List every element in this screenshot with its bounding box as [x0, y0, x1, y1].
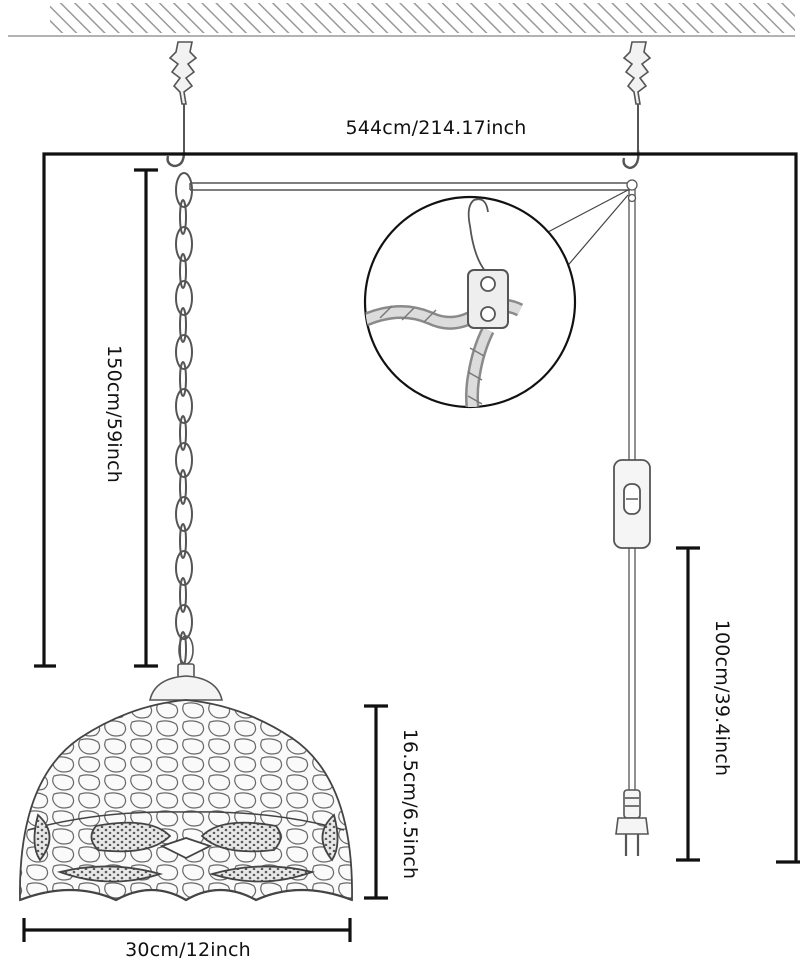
chain-link — [175, 442, 193, 478]
chain-length-label: 150cm/59inch — [103, 344, 125, 484]
chain — [175, 172, 193, 667]
dim-cord-length — [676, 546, 700, 862]
lamp-shade — [19, 699, 353, 902]
cord-horizontal — [189, 182, 630, 191]
chain-link — [175, 172, 193, 208]
lamp-canopy — [148, 635, 224, 701]
swag-hook-left — [166, 41, 198, 168]
plug — [615, 789, 649, 856]
chain-link — [175, 604, 193, 640]
chain-link — [179, 253, 187, 289]
cord-vertical — [626, 179, 638, 790]
dim-shade-width — [22, 918, 352, 942]
chain-link — [179, 415, 187, 451]
chain-link — [175, 496, 193, 532]
chain-link — [179, 523, 187, 559]
chain-link — [179, 199, 187, 235]
chain-link — [179, 577, 187, 613]
inline-switch[interactable] — [613, 459, 651, 549]
ceiling — [8, 3, 795, 37]
chain-link — [175, 280, 193, 316]
dim-chain-length — [134, 168, 158, 668]
shade-height-label: 16.5cm/6.5inch — [399, 728, 421, 880]
callout-leader — [547, 189, 629, 271]
span-width-label: 544cm/214.17inch — [345, 117, 527, 139]
chain-link — [175, 226, 193, 262]
shade-width-label: 30cm/12inch — [125, 939, 251, 961]
dim-shade-height — [364, 704, 388, 900]
swag-hook-right — [622, 41, 652, 170]
chain-link — [179, 469, 187, 505]
chain-link — [179, 361, 187, 397]
chain-link — [175, 388, 193, 424]
span-dimension-frame — [34, 152, 800, 864]
chain-link — [175, 550, 193, 586]
chain-link — [179, 307, 187, 343]
cord-length-label: 100cm/39.4inch — [711, 619, 733, 777]
chain-link — [175, 334, 193, 370]
detail-callout — [363, 195, 577, 409]
